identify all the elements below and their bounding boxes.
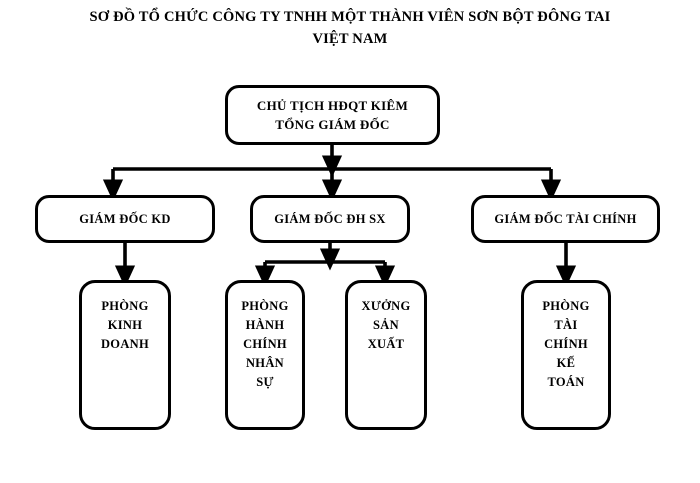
node-director-dhsx-label: GIÁM ĐỐC ĐH SX: [274, 211, 386, 226]
node-chairman[interactable]: CHỦ TỊCH HĐQT KIÊM TỔNG GIÁM ĐỐC: [225, 85, 440, 145]
page-title-line-2: VIỆT NAM: [312, 31, 388, 47]
node-dept-hr-label: PHÒNG HÀNH CHÍNH NHÂN SỰ: [241, 299, 289, 389]
node-dept-business[interactable]: PHÒNG KINH DOANH: [79, 280, 171, 430]
node-director-kd[interactable]: GIÁM ĐỐC KD: [35, 195, 215, 243]
node-dept-business-label: PHÒNG KINH DOANH: [100, 299, 150, 351]
node-dept-production-label: XƯỞNG SẢN XUẤT: [361, 299, 411, 351]
page-title-line-1: SƠ ĐỒ TỔ CHỨC CÔNG TY TNHH MỘT THÀNH VIÊ…: [89, 9, 611, 25]
node-director-finance[interactable]: GIÁM ĐỐC TÀI CHÍNH: [471, 195, 660, 243]
node-dept-hr[interactable]: PHÒNG HÀNH CHÍNH NHÂN SỰ: [225, 280, 305, 430]
page-title: SƠ ĐỒ TỔ CHỨC CÔNG TY TNHH MỘT THÀNH VIÊ…: [0, 6, 700, 50]
node-dept-production[interactable]: XƯỞNG SẢN XUẤT: [345, 280, 427, 430]
node-chairman-label: CHỦ TỊCH HĐQT KIÊM TỔNG GIÁM ĐỐC: [256, 98, 409, 132]
node-dept-accounting-label: PHÒNG TÀI CHÍNH KẾ TOÁN: [542, 299, 590, 389]
node-director-kd-label: GIÁM ĐỐC KD: [79, 211, 171, 226]
node-dept-accounting[interactable]: PHÒNG TÀI CHÍNH KẾ TOÁN: [521, 280, 611, 430]
node-director-dhsx[interactable]: GIÁM ĐỐC ĐH SX: [250, 195, 410, 243]
node-director-finance-label: GIÁM ĐỐC TÀI CHÍNH: [494, 211, 637, 226]
